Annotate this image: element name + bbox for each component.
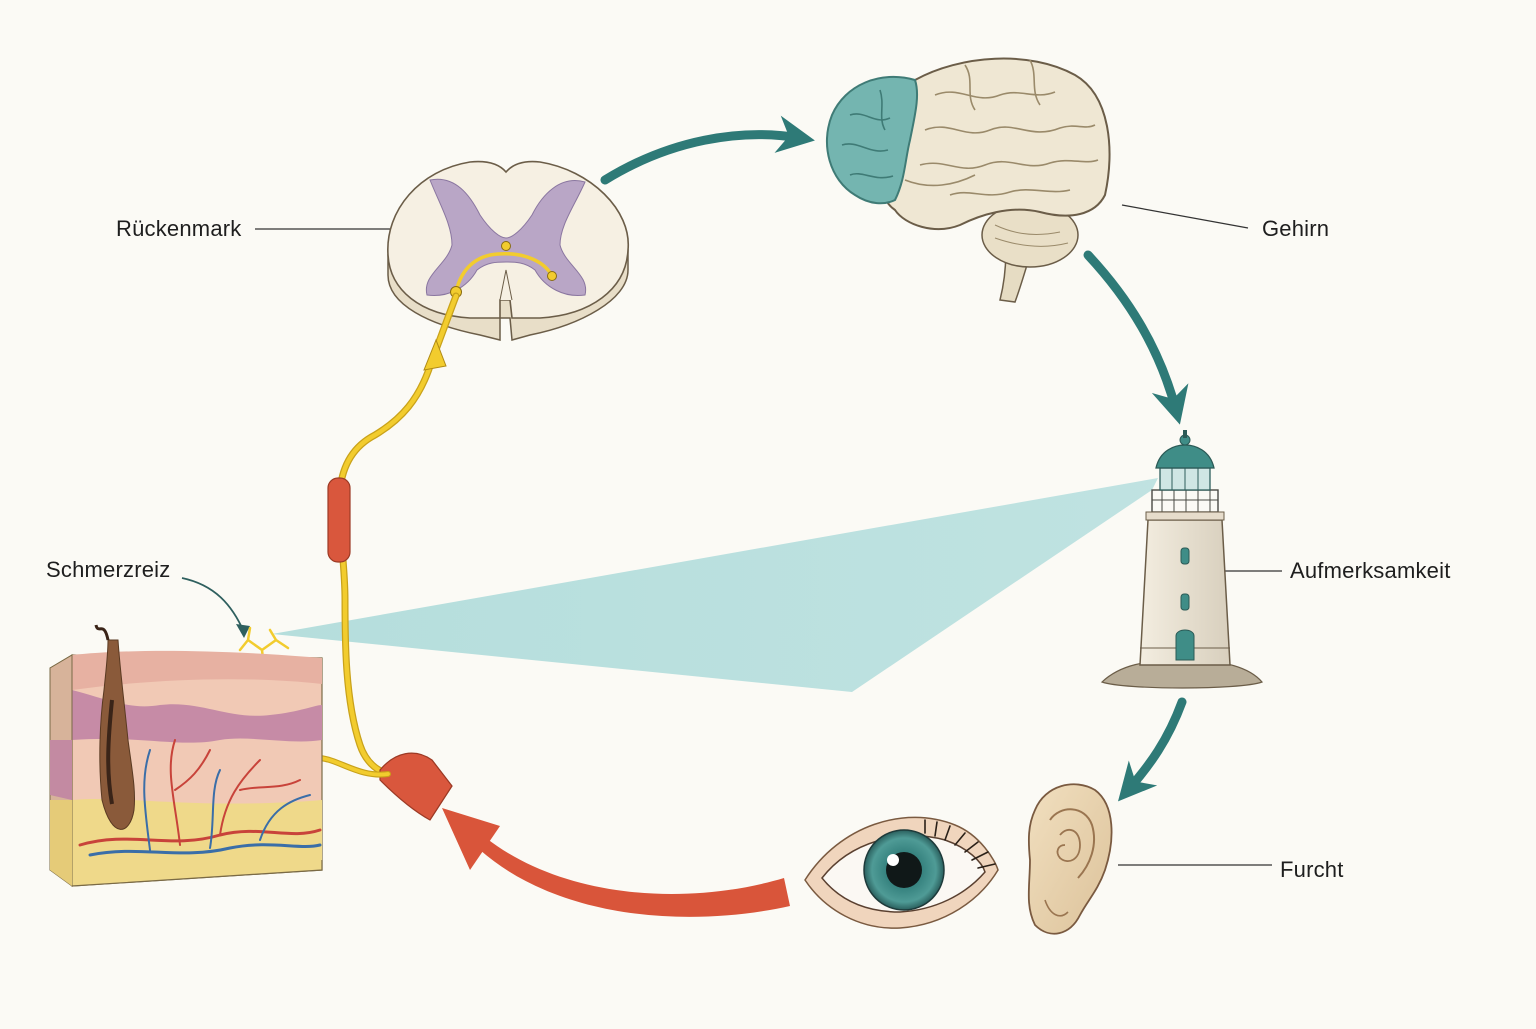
arrow-spinal-to-brain xyxy=(600,115,815,185)
label-attention: Aufmerksamkeit xyxy=(1290,558,1451,583)
spinal-cord-cross-section xyxy=(387,160,629,341)
eye-illustration xyxy=(804,816,999,929)
brain-illustration xyxy=(825,57,1111,303)
myelin-sheath-lower xyxy=(379,752,453,821)
arrow-brain-to-lighthouse xyxy=(1083,250,1189,425)
leader-pain-arrowhead xyxy=(236,624,250,638)
blood-vessels xyxy=(78,739,322,857)
feedback-arrow xyxy=(442,808,790,917)
label-brain: Gehirn xyxy=(1262,216,1330,241)
skin-cross-section xyxy=(49,624,323,887)
nerve-arrowhead xyxy=(423,338,447,371)
myelin-sheath-upper xyxy=(327,477,351,563)
hair-follicle xyxy=(94,624,136,830)
label-fear: Furcht xyxy=(1280,857,1344,882)
ear-illustration xyxy=(1027,783,1113,935)
light-beam xyxy=(272,478,1158,692)
leader-brain xyxy=(1121,204,1249,229)
label-pain-stimulus: Schmerzreiz xyxy=(46,557,171,582)
leader-pain-stimulus xyxy=(181,577,245,633)
label-spinal-cord: Rückenmark xyxy=(116,216,242,241)
arrow-lighthouse-to-ear xyxy=(1118,697,1187,802)
lighthouse-illustration xyxy=(1100,430,1264,689)
